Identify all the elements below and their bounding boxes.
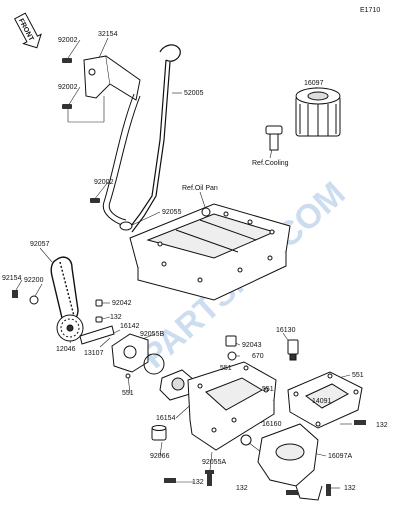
part-number: 670 bbox=[252, 353, 264, 360]
part-number: 16142 bbox=[120, 323, 140, 330]
pump-body bbox=[187, 361, 277, 451]
bolt bbox=[62, 58, 100, 203]
bolt bbox=[164, 420, 366, 496]
pin bbox=[95, 299, 103, 323]
part-number: 12046 bbox=[56, 346, 76, 353]
strainer bbox=[257, 423, 323, 501]
filter-fitting bbox=[265, 125, 283, 151]
part-number: 551 bbox=[262, 386, 274, 393]
part-number: 92042 bbox=[112, 300, 132, 307]
small-bolt bbox=[12, 290, 18, 298]
pump-cover bbox=[111, 333, 165, 379]
collar bbox=[225, 335, 237, 361]
part-number: 16097 bbox=[304, 80, 324, 87]
part-number: 92154 bbox=[2, 275, 22, 282]
part-number: 132 bbox=[376, 422, 388, 429]
part-number: 92055 bbox=[162, 209, 182, 216]
part-number: 132 bbox=[344, 485, 356, 492]
part-number: 32154 bbox=[98, 31, 118, 38]
part-number: 92002 bbox=[94, 179, 114, 186]
part-number: 92002 bbox=[58, 84, 78, 91]
bracket bbox=[83, 55, 141, 101]
drive-chain bbox=[50, 256, 79, 323]
part-number: 551 bbox=[122, 390, 134, 397]
diagram-code: E1710 bbox=[360, 7, 380, 14]
gasket bbox=[119, 221, 133, 231]
part-number: 16130 bbox=[276, 327, 296, 334]
oil-filter bbox=[295, 87, 341, 137]
part-number: 16160 bbox=[262, 421, 282, 428]
part-number: 52005 bbox=[184, 90, 204, 97]
sprocket bbox=[56, 314, 84, 342]
part-number: 14091 bbox=[312, 398, 332, 405]
part-number: 92057 bbox=[30, 241, 50, 248]
part-number: 132 bbox=[236, 485, 248, 492]
bush bbox=[151, 425, 167, 441]
part-number: 551 bbox=[220, 365, 232, 372]
relief-valve bbox=[287, 339, 299, 361]
washer bbox=[29, 295, 39, 305]
part-number: 13107 bbox=[84, 350, 104, 357]
pump-rotor bbox=[159, 369, 195, 401]
part-number: 92066 bbox=[150, 453, 170, 460]
pump-cover-right bbox=[287, 371, 363, 429]
part-number: 92002 bbox=[58, 37, 78, 44]
part-number: 92055A bbox=[202, 459, 226, 466]
part-number: 92200 bbox=[24, 277, 44, 284]
dipstick bbox=[127, 44, 181, 233]
part-number: 132 bbox=[192, 479, 204, 486]
part-number: 132 bbox=[110, 314, 122, 321]
ref-cooling-label: Ref.Cooling bbox=[252, 160, 289, 167]
shaft bbox=[79, 325, 115, 345]
part-number: 92055B bbox=[140, 331, 164, 338]
front-arrow-icon: FRONT bbox=[14, 12, 42, 49]
oil-pipe bbox=[102, 93, 141, 227]
part-number: 16097A bbox=[328, 453, 352, 460]
part-number: 92043 bbox=[242, 342, 262, 349]
ref-oil-pan-label: Ref.Oil Pan bbox=[182, 185, 218, 192]
part-number: 551 bbox=[352, 372, 364, 379]
oil-pan bbox=[129, 203, 291, 301]
o-ring bbox=[240, 434, 252, 446]
part-number: 16154 bbox=[156, 415, 176, 422]
